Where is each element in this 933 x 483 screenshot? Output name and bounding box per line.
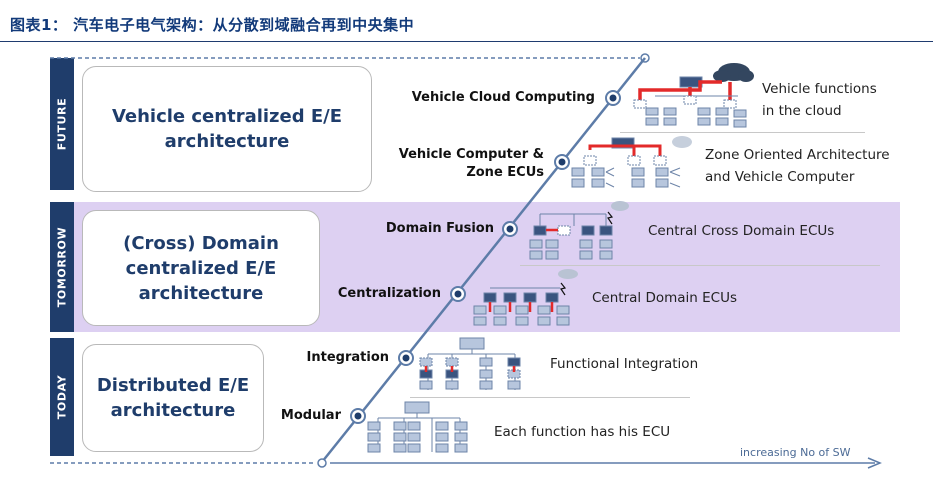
separator — [620, 132, 865, 133]
stage-desc-integration: Functional Integration — [550, 356, 699, 372]
stage-name-centralization: Centralization — [337, 286, 441, 301]
ecu-diagram-domain-fusion — [529, 201, 629, 260]
title-divider — [0, 41, 933, 42]
stage-marker-modular — [350, 408, 366, 424]
era-label-tomorrow: TOMORROW — [50, 202, 74, 332]
ecu-diagram-modular — [367, 401, 468, 453]
stage-desc-domain-fusion: Central Cross Domain ECUs — [648, 223, 835, 239]
progression-line — [321, 57, 646, 463]
stage-name-cloud: Vehicle Cloud Computing — [411, 90, 595, 105]
stage-marker-integration — [398, 350, 414, 366]
stage-name-domain-fusion: Domain Fusion — [385, 221, 494, 236]
stage-marker-zone — [554, 154, 570, 170]
separator — [410, 397, 690, 398]
stage-name-integration: Integration — [306, 350, 389, 365]
ecu-diagram-integration — [419, 337, 521, 390]
era-label-future: FUTURE — [50, 58, 74, 190]
stage-marker-centralization — [450, 286, 466, 302]
era-label-today: TODAY — [50, 338, 74, 456]
sw-axis-arrowhead — [867, 457, 882, 469]
stage-name-zone: Vehicle Computer &Zone ECUs — [398, 147, 544, 180]
separator — [520, 265, 880, 266]
wireless-icon — [560, 282, 567, 296]
wireless-icon — [607, 211, 614, 225]
figure-title: 图表1： 汽车电子电气架构：从分散到域融合再到中央集中 — [10, 16, 415, 34]
ecu-diagram-centralization — [473, 269, 578, 326]
stage-desc-centralization: Central Domain ECUs — [592, 290, 737, 306]
stage-name-modular: Modular — [280, 408, 341, 423]
stage-marker-cloud — [605, 90, 621, 106]
stage-marker-domain-fusion — [502, 221, 518, 237]
bottom-open-circle — [317, 458, 327, 468]
sw-axis-label: increasing No of SW — [740, 446, 851, 459]
ecu-diagram-cloud — [633, 63, 754, 128]
stage-desc-modular: Each function has his ECU — [494, 424, 671, 440]
ecu-diagram-zone — [571, 136, 692, 188]
